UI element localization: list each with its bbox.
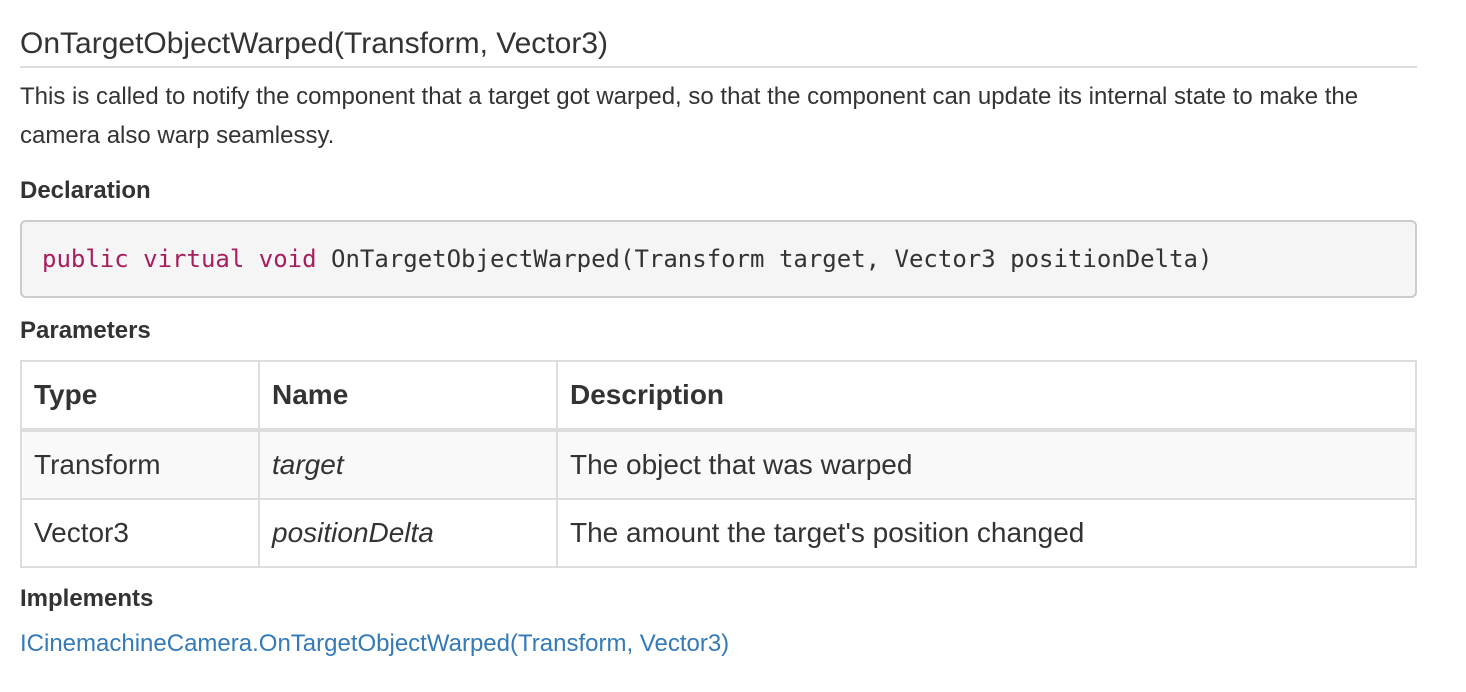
param-description: The object that was warped — [556, 429, 1417, 500]
declaration-code-block: public virtual void OnTargetObjectWarped… — [20, 220, 1417, 298]
parameters-table: Type Name Description Transform target T… — [20, 360, 1417, 568]
param-name: positionDelta — [258, 498, 558, 568]
implements-link[interactable]: ICinemachineCamera.OnTargetObjectWarped(… — [20, 630, 730, 657]
param-description: The amount the target's position changed — [556, 498, 1417, 568]
implements-heading: Implements — [20, 585, 154, 612]
method-summary: This is called to notify the component t… — [20, 83, 1359, 149]
table-row: Transform target The object that was war… — [20, 429, 1417, 500]
table-row: Vector3 positionDelta The amount the tar… — [20, 498, 1417, 568]
table-header-row: Type Name Description — [20, 360, 1417, 432]
parameters-heading: Parameters — [20, 317, 151, 344]
param-type: Vector3 — [20, 498, 260, 568]
column-header-type: Type — [20, 360, 260, 432]
param-name: target — [258, 429, 558, 500]
declaration-signature: OnTargetObjectWarped(Transform target, V… — [331, 245, 1213, 273]
keyword-public: public — [42, 245, 129, 273]
column-header-name: Name — [258, 360, 558, 432]
column-header-description: Description — [556, 360, 1417, 432]
declaration-heading: Declaration — [20, 177, 151, 204]
keyword-void: void — [258, 245, 317, 273]
param-type: Transform — [20, 429, 260, 500]
keyword-virtual: virtual — [143, 245, 245, 273]
method-title: OnTargetObjectWarped(Transform, Vector3) — [20, 24, 1417, 68]
